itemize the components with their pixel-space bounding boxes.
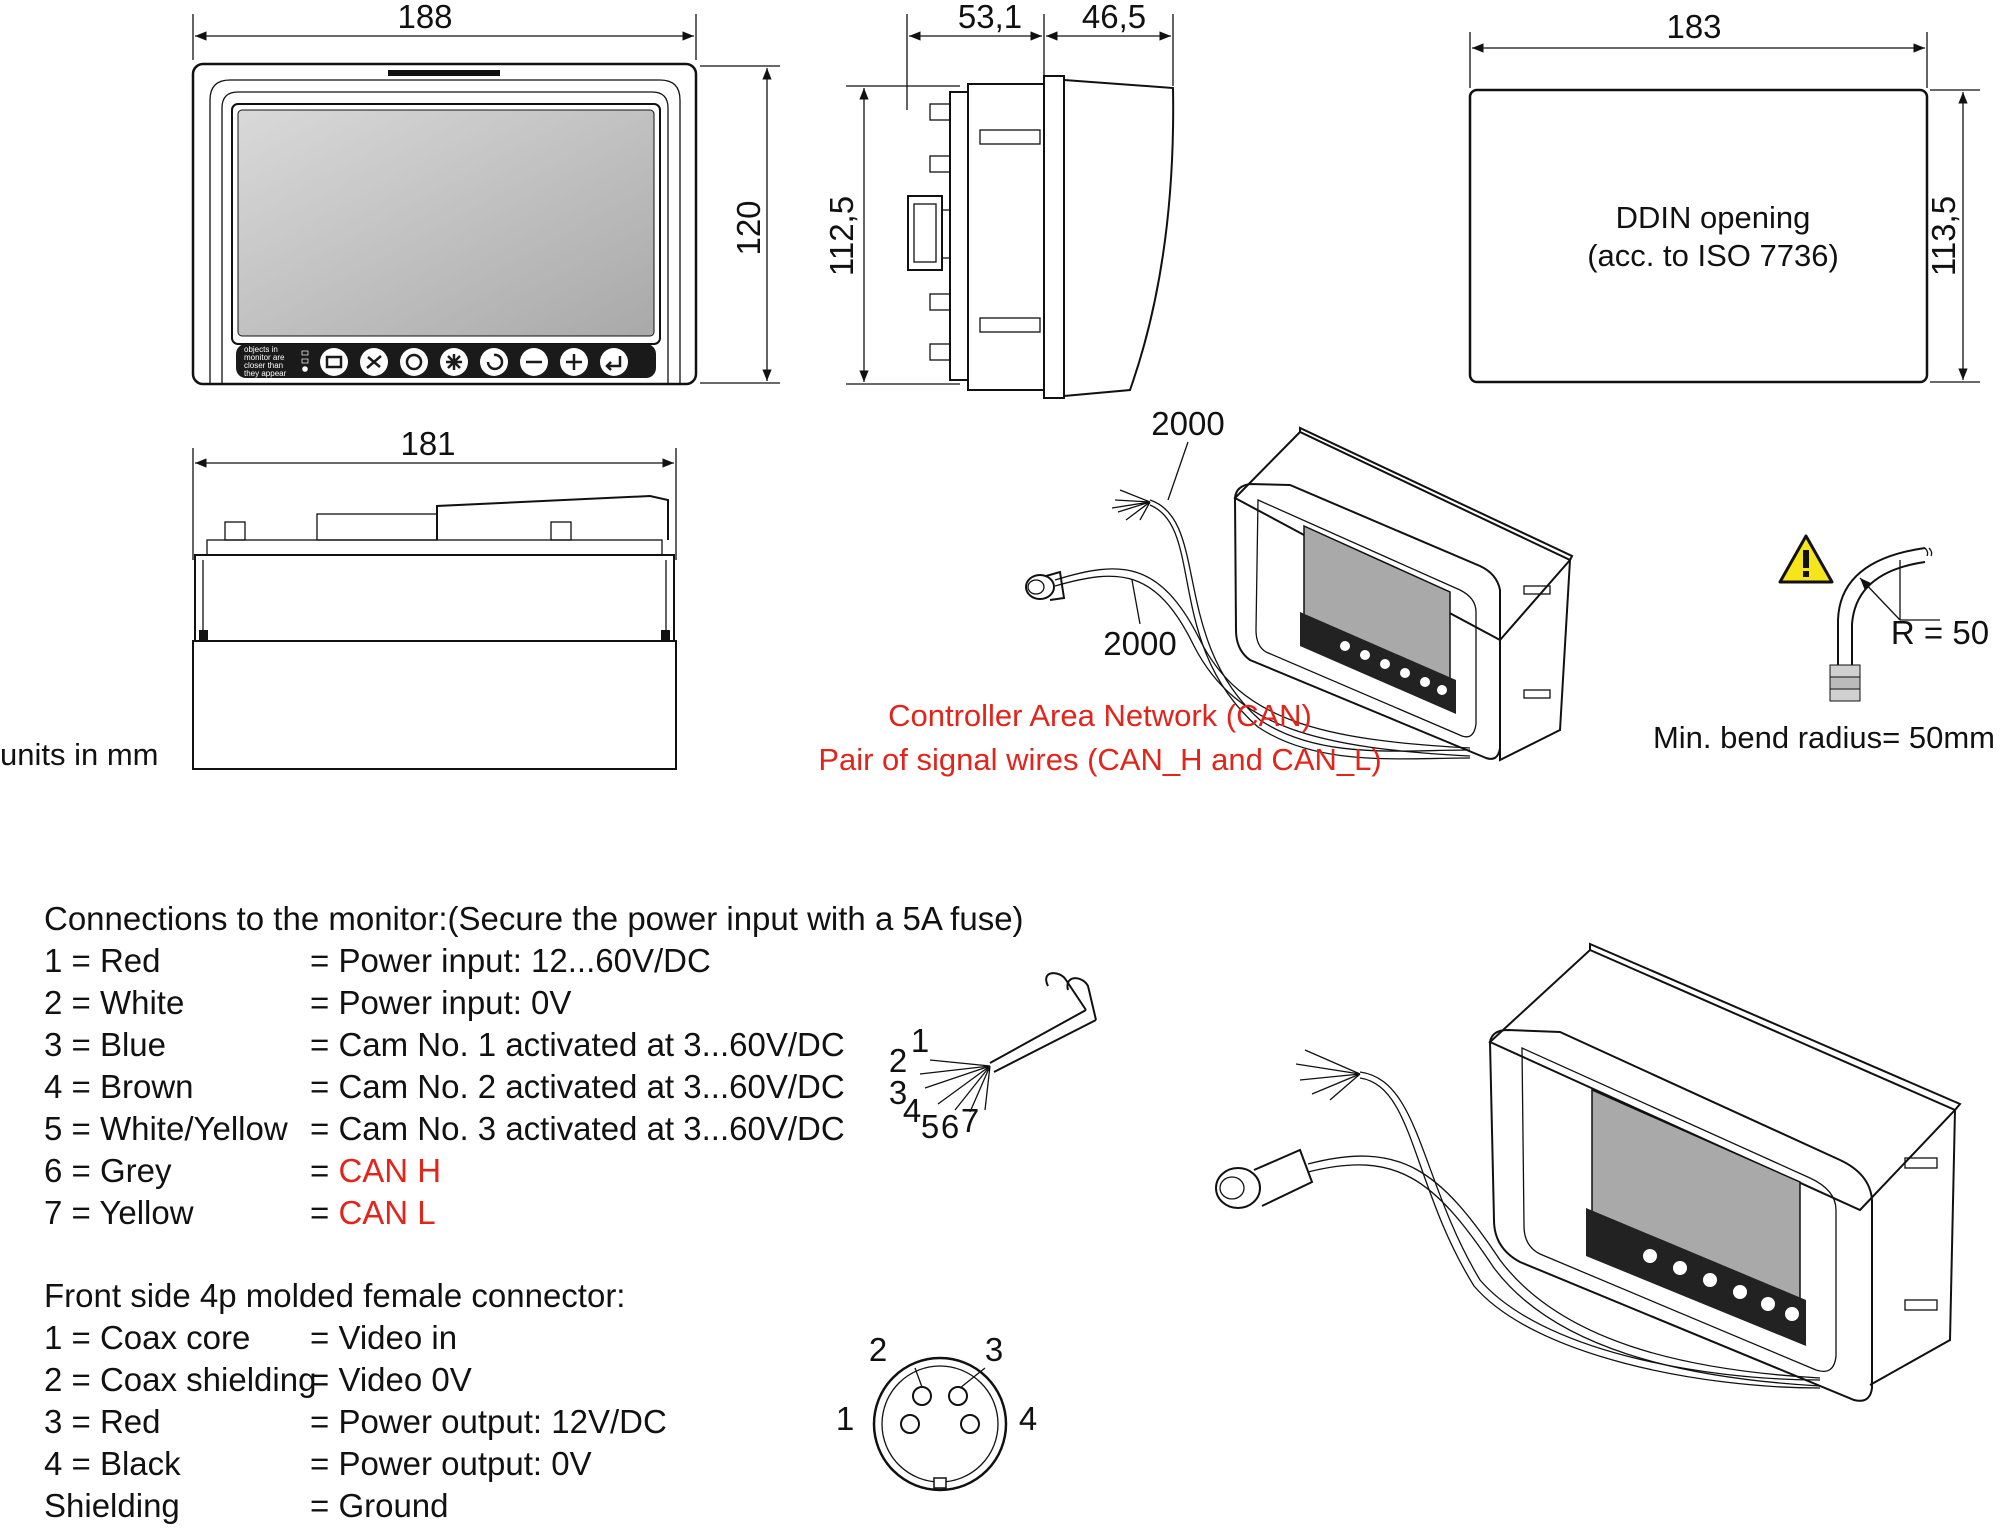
monitor-text-2: monitor are	[244, 353, 285, 362]
connections-heading: Connections to the monitor:(Secure the p…	[44, 900, 1024, 937]
cable-length-label-1: 2000	[1151, 405, 1224, 442]
wire-num-1: 1	[911, 1022, 929, 1059]
pin-num-1: 1	[836, 1400, 854, 1437]
wire-num-6: 6	[941, 1108, 959, 1145]
wire-num-3: 3	[889, 1074, 907, 1111]
opening-rect	[1468, 88, 1929, 384]
wire-bundle-diagram: 1 2 3 4 5 6 7	[889, 972, 1097, 1145]
dim-front-width: 188	[397, 0, 452, 35]
units-label: units in mm	[0, 737, 158, 772]
table-row: 2 = Coax shielding= Video 0V	[44, 1359, 667, 1401]
function-cell: = Power output: 12V/DC	[310, 1403, 667, 1440]
pin-cell: Shielding	[44, 1487, 180, 1524]
table-row: 2 = White = Power input: 0V	[44, 982, 1024, 1024]
connector-pinout: 2 3 1 4	[836, 1331, 1037, 1492]
iso-monitor-lower	[1215, 942, 1962, 1402]
wire-bundle-icon-lower	[1295, 1049, 1361, 1101]
wire-cell: 7 = Yellow	[44, 1194, 194, 1231]
connector-plug-icon-lower	[1215, 1148, 1314, 1209]
wire-bundle-icon-upper	[1111, 489, 1151, 521]
ddin-opening: 183 113,5 DDIN opening (acc. to ISO 7736…	[1468, 8, 1980, 384]
wire-num-4: 4	[903, 1092, 921, 1129]
can-label-line1: Controller Area Network (CAN)	[888, 698, 1312, 733]
opening-title: DDIN opening	[1616, 200, 1811, 235]
monitor-text-4: they appear	[244, 369, 287, 378]
contrast-button-icon	[400, 348, 428, 376]
connections-table: Connections to the monitor:(Secure the p…	[44, 898, 1024, 1234]
monitor-text-1: objects in	[244, 345, 278, 354]
dim-front-height: 120	[730, 200, 767, 255]
dim-side-depth-a: 53,1	[958, 0, 1022, 35]
opening-subtitle: (acc. to ISO 7736)	[1587, 238, 1839, 273]
top-view: 181	[192, 425, 677, 770]
table-row: 1 = Coax core = Video in	[44, 1317, 667, 1359]
wire-cell: 5 = White/Yellow	[44, 1110, 288, 1147]
table-row: 3 = Blue = Cam No. 1 activated at 3...60V…	[44, 1024, 1024, 1066]
wire-cell: 6 = Grey	[44, 1152, 172, 1189]
dim-side-height: 112,5	[823, 196, 860, 276]
table-row: 4 = Black = Power output: 0V	[44, 1443, 667, 1485]
bend-radius-label: R = 50	[1891, 614, 1989, 651]
function-prefix: =	[310, 1194, 339, 1231]
pin-num-4: 4	[1019, 1400, 1037, 1437]
wire-num-7: 7	[961, 1102, 979, 1139]
pin-cell: 3 = Red	[44, 1403, 161, 1440]
can-label-line2: Pair of signal wires (CAN_H and CAN_L)	[818, 742, 1381, 777]
pin-num-3: 3	[985, 1331, 1003, 1368]
function-cell: = Video 0V	[310, 1361, 472, 1398]
table-row: 5 = White/Yellow = Cam No. 3 activated at…	[44, 1108, 1024, 1150]
bend-radius-detail: R = 50 Min. bend radius= 50mm	[1653, 534, 1995, 755]
function-cell: = Cam No. 3 activated at 3...60V/DC	[310, 1110, 845, 1147]
iso-monitor-upper: 2000 2000	[1025, 405, 1574, 762]
function-cell: = Power input: 0V	[310, 984, 572, 1021]
enter-button-icon	[600, 348, 628, 376]
function-cell: = Power input: 12...60V/DC	[310, 942, 711, 979]
wire-cell: 1 = Red	[44, 942, 161, 979]
pin-num-2: 2	[869, 1331, 887, 1368]
table-row: 7 = Yellow = CAN L	[44, 1192, 1024, 1234]
table-row: 3 = Red = Power output: 12V/DC	[44, 1401, 667, 1443]
dim-top-width: 181	[400, 425, 455, 462]
pin-cell: 4 = Black	[44, 1445, 181, 1482]
function-cell: = Ground	[310, 1487, 449, 1524]
monitor-text-3: closer than	[244, 361, 283, 370]
function-cell: = Cam No. 2 activated at 3...60V/DC	[310, 1068, 845, 1105]
wire-num-2: 2	[889, 1042, 907, 1079]
function-cell: = Power output: 0V	[310, 1445, 592, 1482]
table-row: 4 = Brown = Cam No. 2 activated at 3...60…	[44, 1066, 1024, 1108]
dim-opening-height: 113,5	[1925, 196, 1962, 276]
dim-side-depth-b: 46,5	[1082, 0, 1146, 35]
cable-length-label-2: 2000	[1103, 625, 1176, 662]
front-view: 188 120 objects in monitor are closer th…	[191, 0, 780, 386]
wire-cell: 3 = Blue	[44, 1026, 167, 1063]
connector-table: Front side 4p molded female connector: 1…	[44, 1275, 667, 1527]
dim-opening-width: 183	[1666, 8, 1721, 45]
cable-gland-icon	[1829, 664, 1861, 702]
pin-cell: 1 = Coax core	[44, 1319, 251, 1356]
pin-cell: 2 = Coax shielding	[44, 1361, 317, 1398]
function-cell: = Video in	[310, 1319, 458, 1356]
function-prefix: =	[310, 1152, 339, 1189]
wire-num-5: 5	[921, 1108, 939, 1145]
table-row: 6 = Grey = CAN H	[44, 1150, 1024, 1192]
side-view: 53,1 46,5 112,5	[823, 0, 1175, 399]
front-buttons	[320, 348, 628, 376]
function-cell-can: CAN H	[338, 1152, 442, 1189]
function-cell-can: CAN L	[338, 1194, 436, 1231]
table-row: 1 = Red = Power input: 12...60V/DC	[44, 940, 1024, 982]
connector-plug-icon-upper	[1025, 570, 1066, 601]
connector-heading: Front side 4p molded female connector:	[44, 1277, 626, 1314]
wire-cell: 4 = Brown	[44, 1068, 194, 1105]
color-button-icon	[480, 348, 508, 376]
function-cell: = Cam No. 1 activated at 3...60V/DC	[310, 1026, 845, 1063]
min-bend-label: Min. bend radius= 50mm	[1653, 720, 1995, 755]
table-row: Shielding = Ground	[44, 1485, 667, 1527]
mode-button-icon	[320, 348, 348, 376]
wire-cell: 2 = White	[44, 984, 185, 1021]
